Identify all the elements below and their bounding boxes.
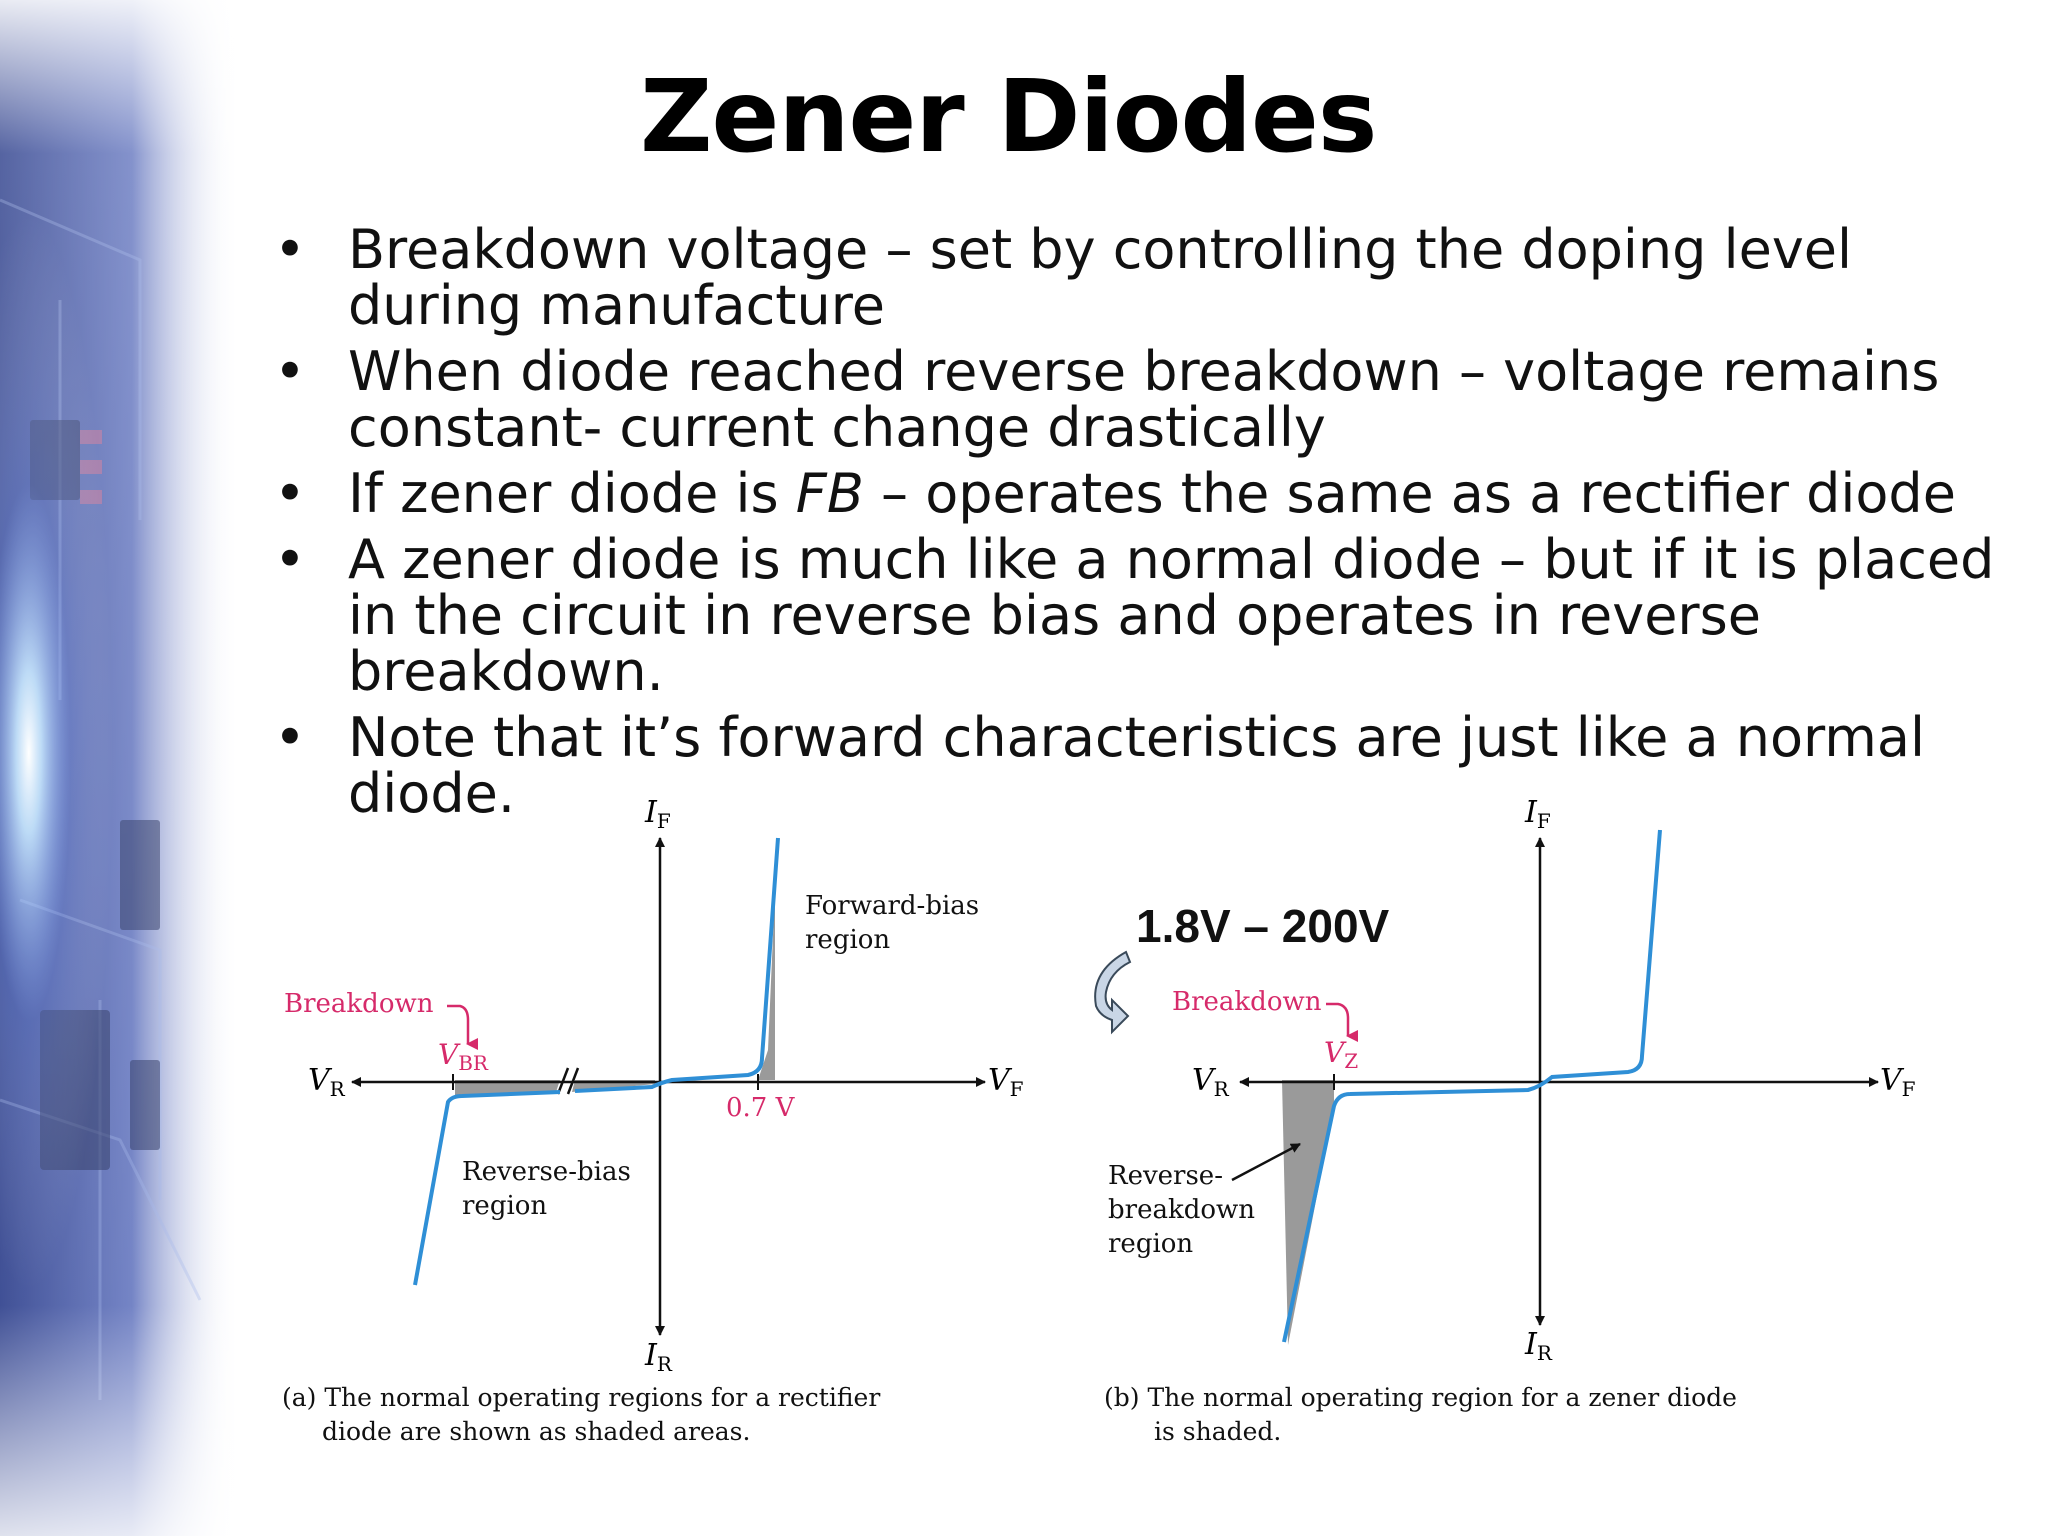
bullet-text: When diode reached reverse breakdown – v… bbox=[348, 340, 1940, 459]
bullet-dot: • bbox=[274, 218, 306, 281]
figure-a-caption: (a) The normal operating regions for a r… bbox=[282, 1383, 880, 1412]
bullet-item: • Breakdown voltage – set by controlling… bbox=[262, 222, 2002, 334]
reverse-bias-label: Reverse-bias bbox=[462, 1157, 631, 1187]
bullet-dot: • bbox=[274, 706, 306, 769]
axis-break-mark bbox=[566, 1067, 580, 1095]
bullet-text-italic: FB bbox=[795, 462, 864, 525]
vz-label: VZ bbox=[1324, 1036, 1358, 1073]
bullet-text: Breakdown voltage – set by controlling t… bbox=[348, 218, 1853, 337]
slide-title: Zener Diodes bbox=[640, 58, 1377, 175]
if-axis-label: IF bbox=[1524, 795, 1551, 833]
rectifier-iv-curve bbox=[413, 837, 780, 1286]
forward-bias-shaded-region bbox=[758, 890, 775, 1080]
bullet-dot: • bbox=[274, 462, 306, 525]
bullet-text: Note that it’s forward characteristics a… bbox=[348, 706, 1925, 825]
bullet-text: A zener diode is much like a normal diod… bbox=[348, 528, 1995, 703]
bullet-text-part: If zener diode is bbox=[348, 462, 796, 525]
knee-voltage-label: 0.7 V bbox=[726, 1093, 796, 1123]
forward-bias-label: region bbox=[805, 925, 890, 955]
reverse-bias-label: region bbox=[462, 1191, 547, 1221]
ir-axis-label: IR bbox=[644, 1338, 673, 1376]
reverse-breakdown-label: Reverse- bbox=[1108, 1161, 1223, 1191]
circuit-board-sidebar-image bbox=[0, 0, 240, 1536]
breakdown-label: Breakdown bbox=[1172, 987, 1322, 1017]
bullet-item: • A zener diode is much like a normal di… bbox=[262, 532, 2002, 700]
bullet-item: • When diode reached reverse breakdown –… bbox=[262, 344, 2002, 456]
breakdown-pointer-arrow bbox=[1326, 1002, 1358, 1042]
figure-b-caption: is shaded. bbox=[1154, 1417, 1281, 1446]
bullet-item: • Note that it’s forward characteristics… bbox=[262, 710, 2002, 822]
bullet-list: • Breakdown voltage – set by controlling… bbox=[262, 222, 2002, 832]
vf-axis-label: VF bbox=[988, 1063, 1024, 1101]
iv-characteristics-figure: IF IR VR VF Forward-bias region Breakdow… bbox=[282, 795, 1916, 1446]
voltage-range-label: 1.8V – 200V bbox=[1136, 900, 1390, 952]
figure-b-zener-diode: IF IR VR VF Breakdown VZ Reverse- breakd… bbox=[1104, 795, 1916, 1446]
vr-axis-label: VR bbox=[308, 1063, 346, 1101]
bullet-dot: • bbox=[274, 340, 306, 403]
figure-a-rectifier-diode: IF IR VR VF Forward-bias region Breakdow… bbox=[282, 795, 1024, 1446]
if-axis-label: IF bbox=[644, 795, 671, 833]
figure-a-caption: diode are shown as shaded areas. bbox=[322, 1417, 750, 1446]
reverse-breakdown-label: breakdown bbox=[1108, 1195, 1255, 1225]
vbr-label: VBR bbox=[438, 1038, 489, 1075]
forward-bias-label: Forward-bias bbox=[805, 891, 979, 921]
bullet-dot: • bbox=[274, 528, 306, 591]
vr-axis-label: VR bbox=[1192, 1063, 1230, 1101]
breakdown-label: Breakdown bbox=[284, 989, 434, 1019]
axis-break-mark bbox=[556, 1067, 570, 1095]
reverse-breakdown-pointer bbox=[1231, 1142, 1301, 1182]
bullet-text-part: – operates the same as a rectifier diode bbox=[863, 462, 1956, 525]
zener-iv-curve bbox=[1282, 829, 1662, 1343]
breakdown-pointer-arrow bbox=[447, 1004, 478, 1050]
reverse-breakdown-label: region bbox=[1108, 1229, 1193, 1259]
bullet-item: • If zener diode is FB – operates the sa… bbox=[262, 466, 2002, 522]
vf-axis-label: VF bbox=[1880, 1063, 1916, 1101]
curved-arrow-icon bbox=[1094, 950, 1132, 1035]
ir-axis-label: IR bbox=[1524, 1327, 1553, 1365]
figure-b-caption: (b) The normal operating region for a ze… bbox=[1104, 1383, 1737, 1412]
